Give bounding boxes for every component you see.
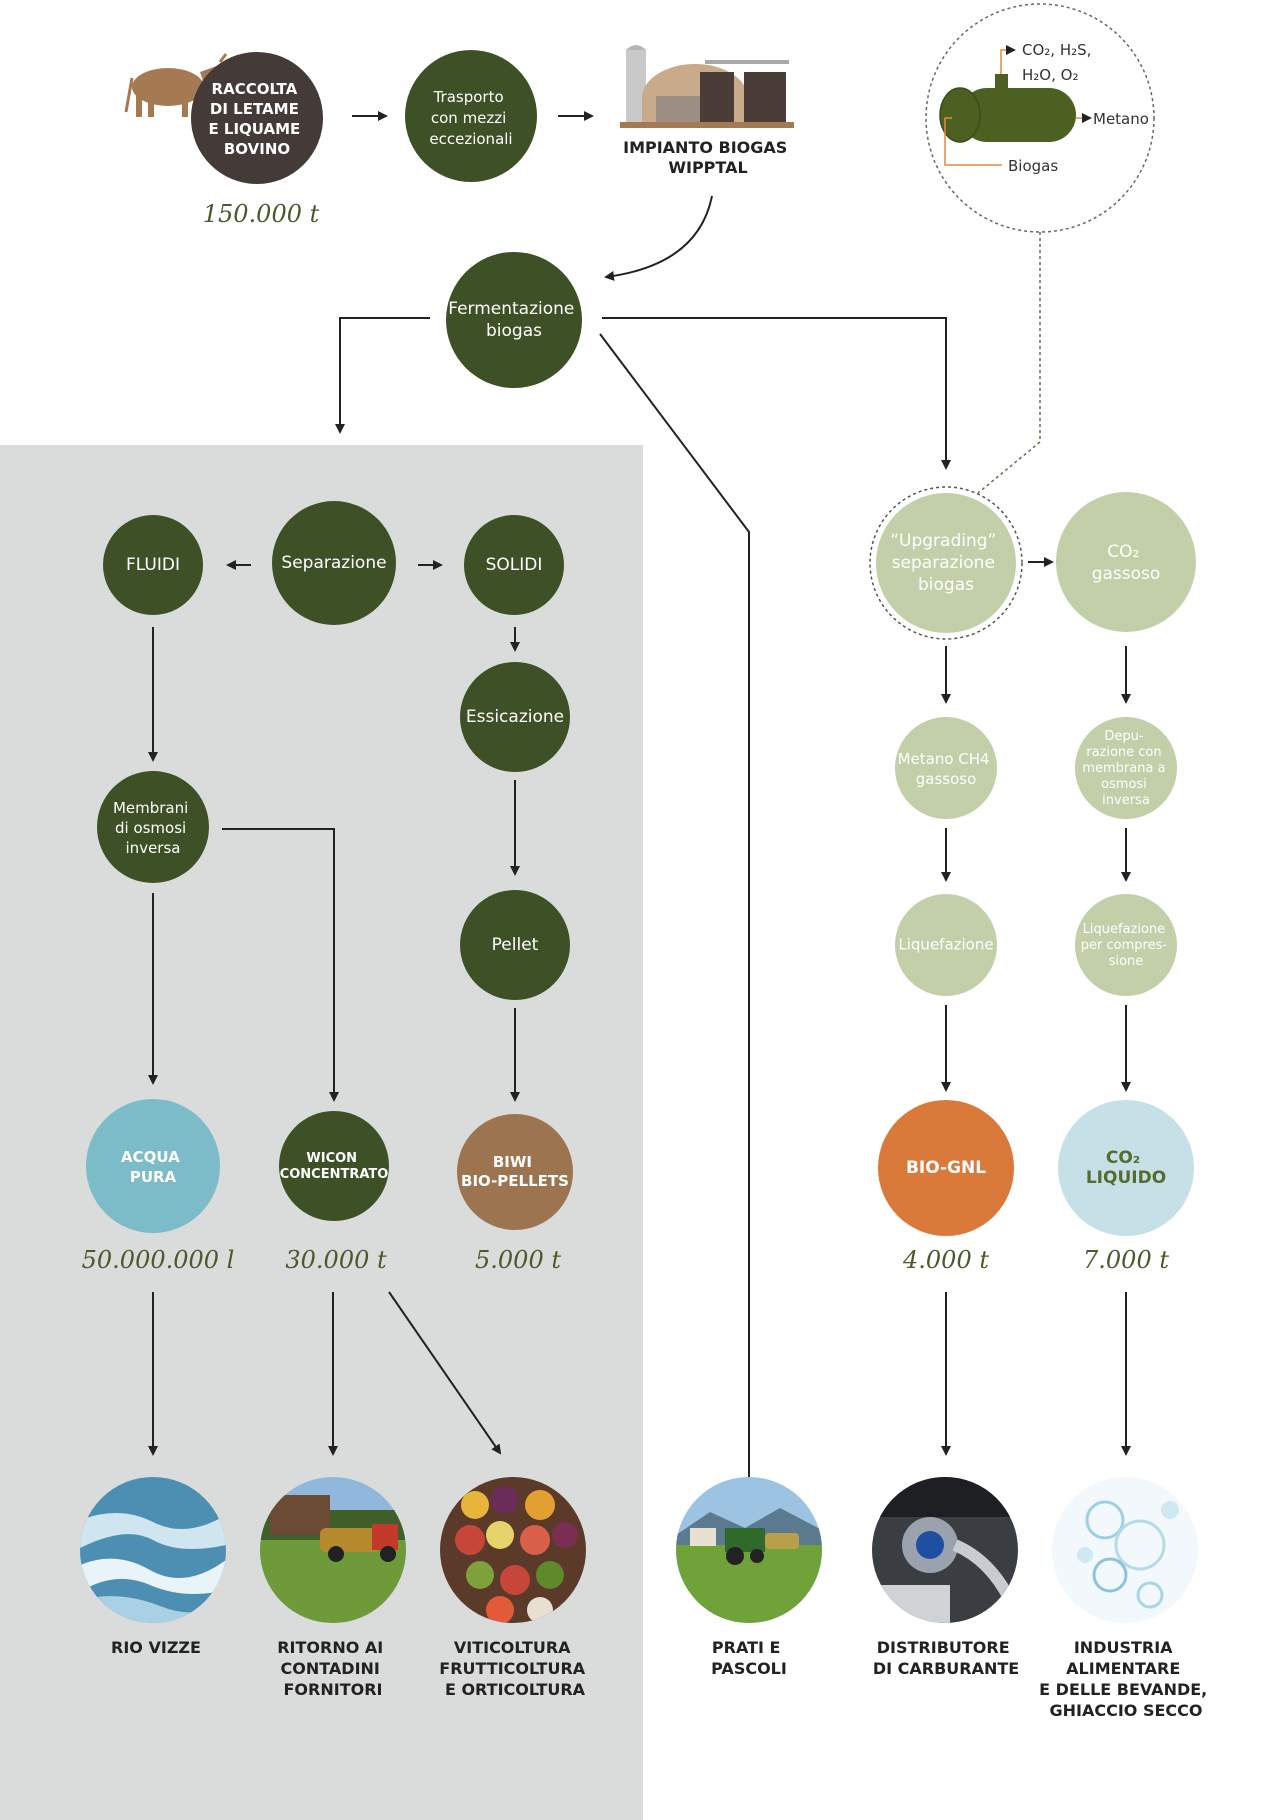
- industria-label: INDUSTRIA ALIMENTARE E DELLE BEVANDE, GH…: [1039, 1638, 1213, 1720]
- farm-photo: [260, 1477, 406, 1623]
- co2-gassoso-label: CO₂ gassoso: [1092, 542, 1161, 584]
- tank-inset: [925, 3, 1155, 233]
- meadow-tractor-photo: [676, 1477, 822, 1623]
- prati-label: PRATI E PASCOLI: [711, 1638, 787, 1678]
- acqua-node: [86, 1099, 220, 1233]
- metano-ch4-node: [895, 717, 997, 819]
- acqua-quantity: 50.000.000 l: [82, 1246, 235, 1274]
- tank-metano-label: Metano: [1093, 110, 1149, 128]
- wicon-quantity: 30.000 t: [285, 1246, 387, 1274]
- viticoltura-label: VITICOLTURA FRUTTICOLTURA E ORTICOLTURA: [439, 1638, 590, 1699]
- raccolta-quantity: 150.000 t: [203, 200, 320, 228]
- distributore-label: DISTRIBUTORE DI CARBURANTE: [873, 1638, 1019, 1678]
- fermentazione-node: [446, 252, 582, 388]
- biogas-plant-icon: [620, 45, 794, 128]
- biwi-node: [457, 1114, 573, 1230]
- acqua-label: ACQUA PURA: [121, 1148, 185, 1186]
- biogas-tank-icon: [939, 61, 1076, 143]
- upgrading-outline: [869, 486, 1023, 640]
- bio-gnl-quantity: 4.000 t: [902, 1246, 989, 1274]
- tank-biogas-label: Biogas: [1008, 157, 1058, 175]
- fruit-vegetables-photo: [440, 1477, 586, 1623]
- raccolta-label: RACCOLTA DI LETAME E LIQUAME BOVINO: [208, 80, 305, 158]
- depurazione-label: Depu- razione con membrana a osmosi inve…: [1082, 729, 1169, 808]
- fluidi-node: [103, 515, 203, 615]
- gas-outlet-line: [1000, 45, 1016, 74]
- separazione-node: [272, 501, 396, 625]
- membrani-node: [97, 771, 209, 883]
- co2-liquido-node: [1058, 1100, 1194, 1236]
- liquefazione-comp-label: Liquefazione per compres- sione: [1081, 922, 1171, 969]
- liquefazione-comp-node: [1075, 894, 1177, 996]
- upgrading-node: [876, 493, 1016, 633]
- tank-connector: [977, 232, 1041, 494]
- liquefazione-label: Liquefazione: [898, 936, 993, 954]
- liquefazione-node: [895, 894, 997, 996]
- trasporto-node: [405, 50, 537, 182]
- arrow: [604, 195, 713, 281]
- co2-liquido-label: CO₂ LIQUIDO: [1086, 1148, 1166, 1188]
- bio-gnl-label: BIO-GNL: [906, 1158, 986, 1178]
- impianto-label: IMPIANTO BIOGAS WIPPTAL: [623, 138, 793, 177]
- fermentazione-label: Fermentazione biogas: [448, 299, 580, 341]
- separazione-label: Separazione: [281, 553, 386, 573]
- co2-liquido-quantity: 7.000 t: [1083, 1246, 1169, 1274]
- ritorno-label: RITORNO AI CONTADINI FORNITORI: [277, 1638, 389, 1699]
- essicazione-node: [460, 662, 570, 772]
- solidi-node: [464, 515, 564, 615]
- depurazione-node: [1075, 717, 1177, 819]
- biogas-inlet-line: [944, 117, 1002, 166]
- ice-water-photo: [1052, 1477, 1198, 1623]
- bio-gnl-node: [878, 1100, 1014, 1236]
- metano-ch4-label: Metano CH4 gassoso: [898, 750, 995, 788]
- upgrading-label: “Upgrading” separazione biogas: [890, 531, 1002, 595]
- wicon-node: [279, 1111, 389, 1221]
- essicazione-label: Essicazione: [466, 707, 564, 727]
- river-photo: [80, 1477, 226, 1623]
- arrow: [222, 828, 339, 1102]
- pellet-label: Pellet: [492, 935, 539, 955]
- fuel-dispenser-photo: [872, 1477, 1018, 1623]
- biwi-label: BIWI BIO-PELLETS: [461, 1153, 569, 1190]
- arrow: [388, 1291, 502, 1455]
- rio-label: RIO VIZZE: [111, 1638, 201, 1657]
- pellet-node: [460, 890, 570, 1000]
- trasporto-label: Trasporto con mezzi eccezionali: [429, 88, 512, 148]
- co2-gassoso-node: [1056, 492, 1196, 632]
- raccolta-node: [191, 52, 323, 184]
- tank-gases-label: CO₂, H₂S, H₂O, O₂: [1022, 41, 1096, 84]
- arrow: [602, 317, 951, 470]
- arrow: [599, 333, 754, 1608]
- solidi-label: SOLIDI: [486, 555, 543, 575]
- membrani-label: Membrani di osmosi inversa: [113, 799, 193, 857]
- biwi-quantity: 5.000 t: [475, 1246, 561, 1274]
- fluidi-label: FLUIDI: [126, 555, 180, 575]
- arrow: [335, 317, 430, 434]
- wicon-label: WICON CONCENTRATO: [280, 1151, 389, 1182]
